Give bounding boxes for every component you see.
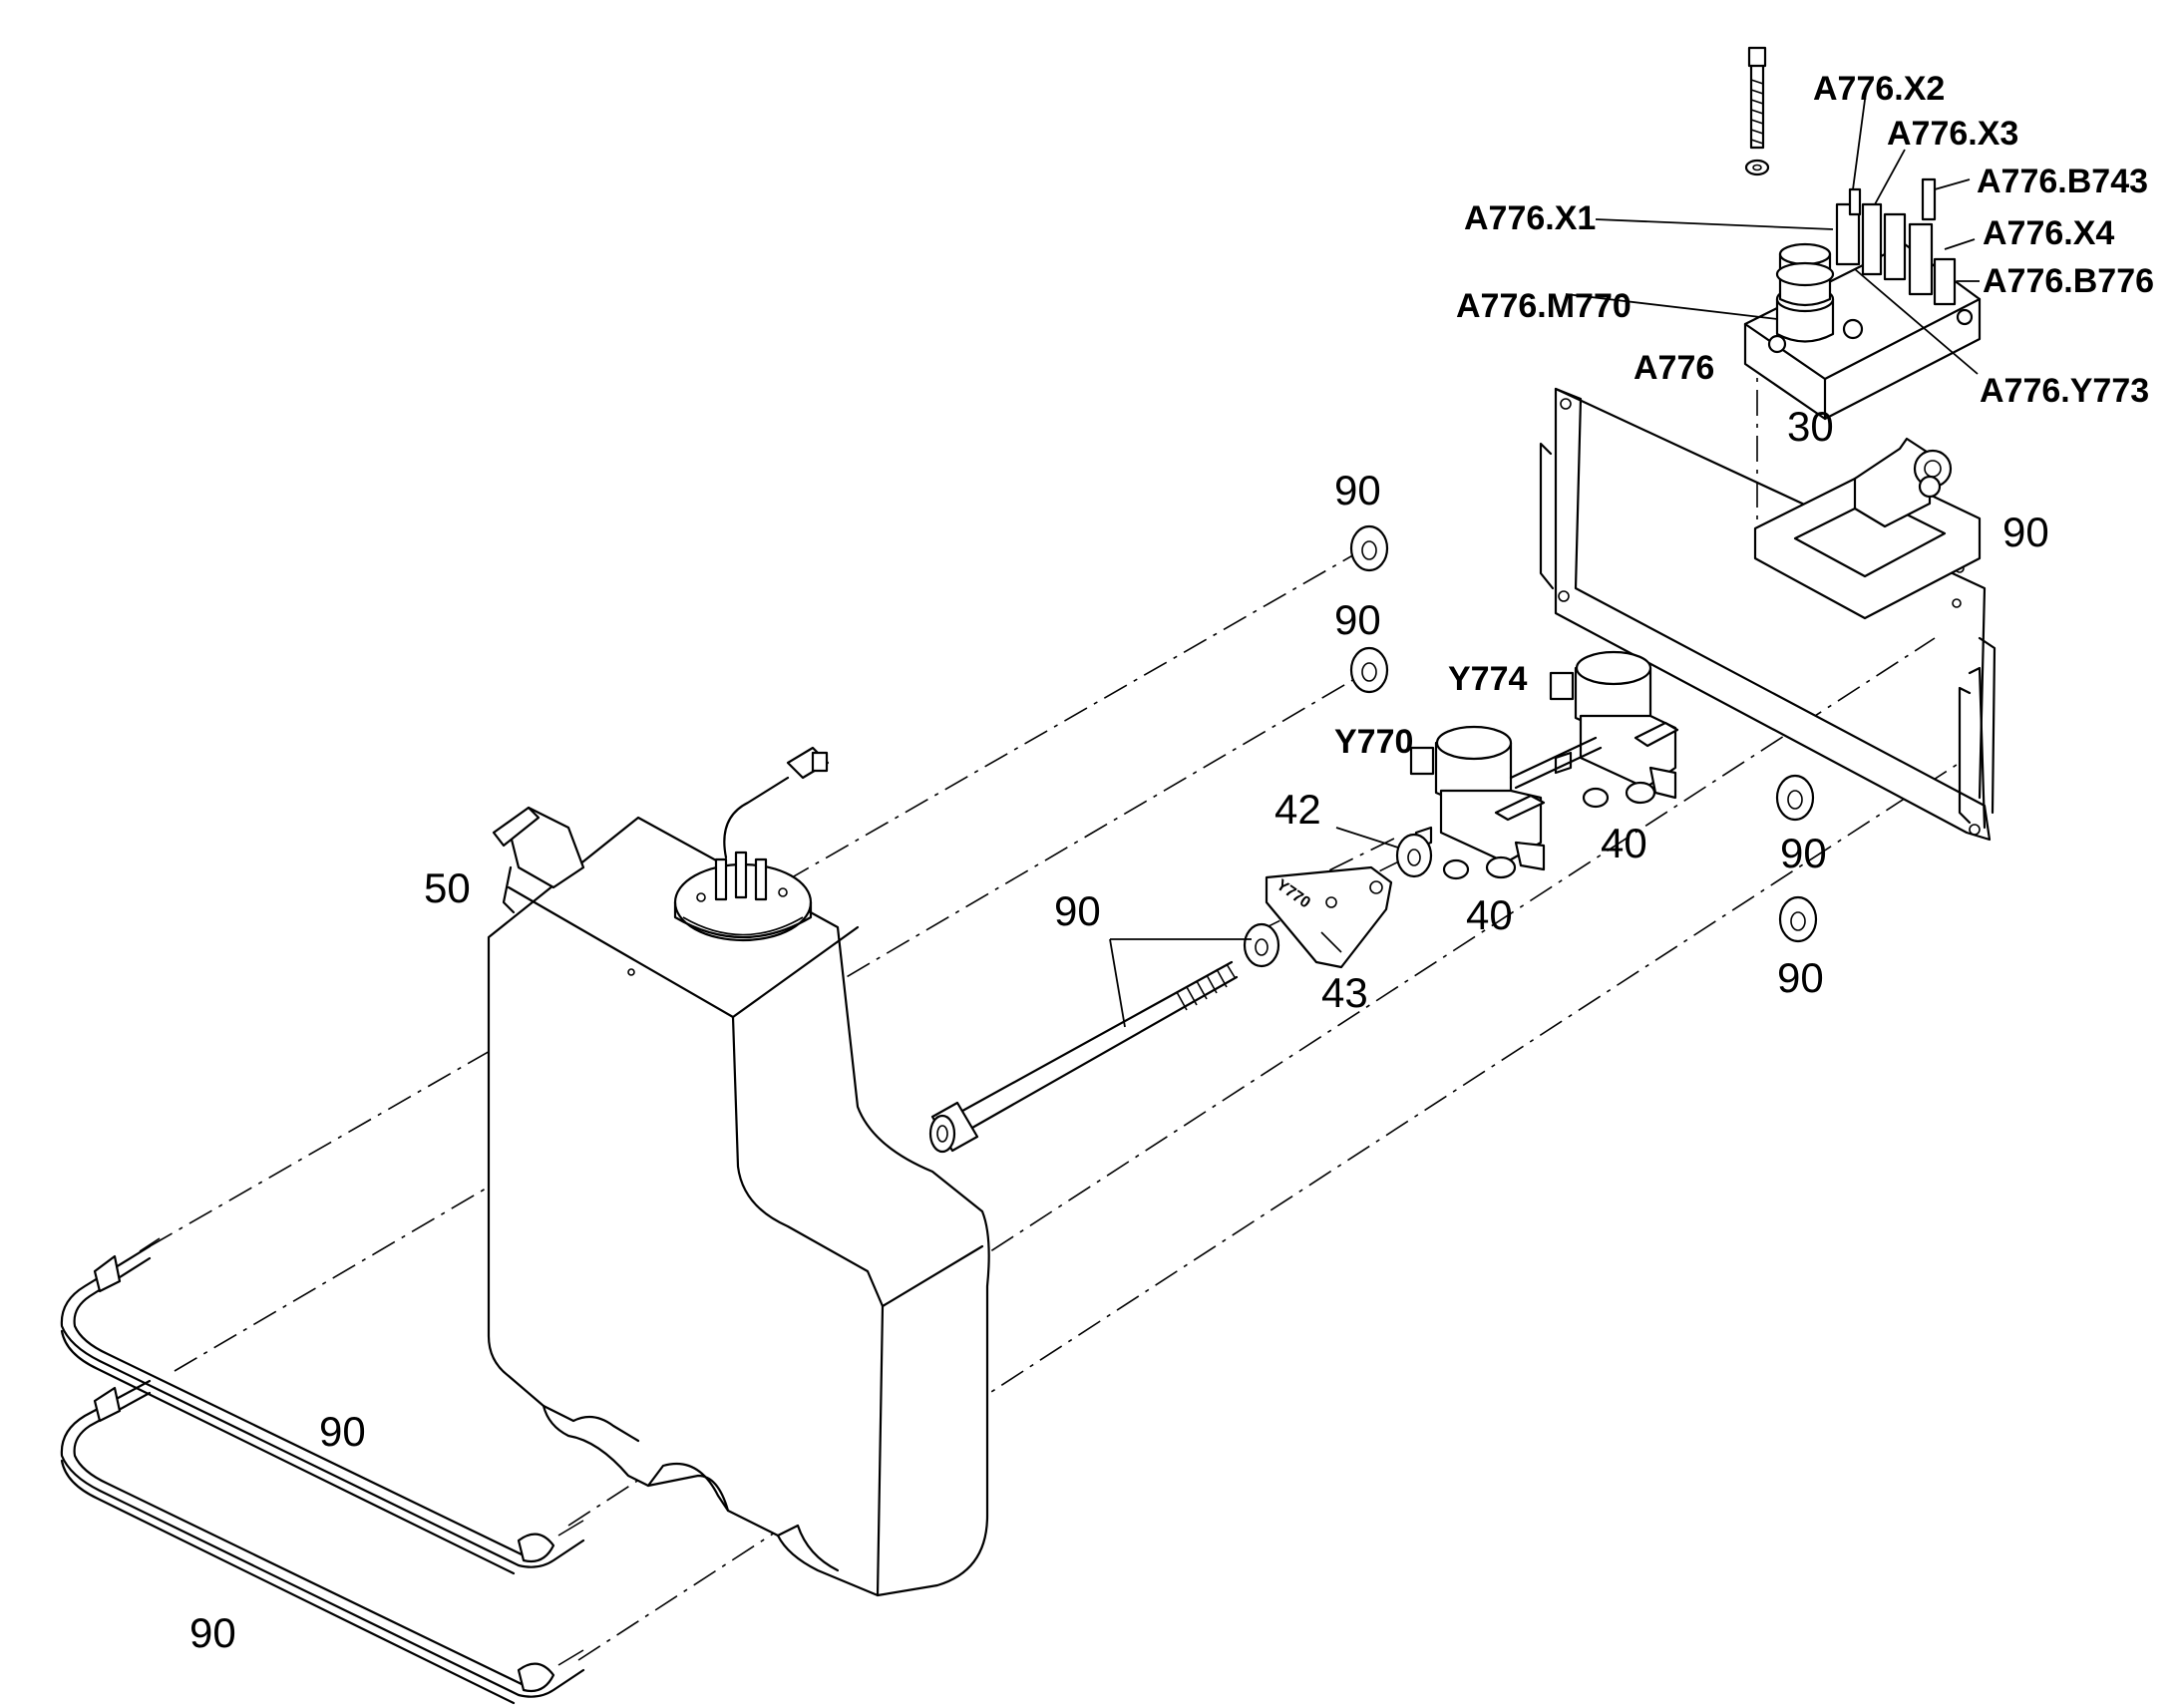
- label-a776-b776: A776.B776: [1983, 262, 2154, 300]
- label-a776-x3: A776.X3: [1887, 115, 2018, 153]
- valve-y770: [1409, 725, 1603, 880]
- module-screw: [1744, 46, 1770, 176]
- label-part-90-b: 90: [1334, 596, 1381, 643]
- label-part-90-d: 90: [1780, 830, 1827, 876]
- control-module-a776: [1743, 177, 1982, 421]
- long-bolt: [928, 960, 1239, 1154]
- label-part-42: 42: [1274, 786, 1321, 833]
- label-part-90-e: 90: [1777, 954, 1824, 1001]
- label-a776-x1: A776.X1: [1464, 199, 1596, 237]
- washers: [1243, 524, 1818, 968]
- label-a776-y773: A776.Y773: [1980, 372, 2149, 410]
- part-number-labels: 90 90 90 90 90 90 90 90 30 40 40 42 43 5…: [189, 403, 2049, 1656]
- label-y770: Y770: [1334, 723, 1413, 761]
- label-part-90-a: 90: [1334, 467, 1381, 513]
- component-code-labels: A776.X2 A776.X3 A776.B743 A776.X1 A776.X…: [1334, 70, 2154, 761]
- label-part-90-f: 90: [1054, 887, 1101, 934]
- tank-straps: [60, 1237, 585, 1705]
- plate-43: Y770: [1265, 865, 1393, 969]
- label-a776-m770: A776.M770: [1456, 287, 1632, 325]
- label-a776-x2: A776.X2: [1813, 70, 1945, 108]
- label-part-43: 43: [1321, 969, 1368, 1016]
- mounting-bracket: [1539, 387, 1997, 842]
- label-a776-b743: A776.B743: [1977, 163, 2148, 200]
- label-a776: A776: [1634, 349, 1714, 387]
- label-part-40-a: 40: [1601, 820, 1647, 866]
- label-part-40-b: 40: [1466, 891, 1513, 938]
- fluid-tank: [487, 746, 990, 1597]
- assembly-lines: [149, 344, 1961, 1661]
- label-y774: Y774: [1448, 660, 1527, 698]
- label-part-30: 30: [1787, 403, 1834, 450]
- label-part-90-g: 90: [319, 1408, 366, 1455]
- label-part-90-h: 90: [189, 1609, 236, 1656]
- valve-y774: [1549, 650, 1679, 809]
- label-part-50: 50: [424, 864, 471, 911]
- label-part-90-c: 90: [2002, 509, 2049, 555]
- label-a776-x4: A776.X4: [1983, 214, 2114, 252]
- leader-lines: [1109, 99, 1980, 1028]
